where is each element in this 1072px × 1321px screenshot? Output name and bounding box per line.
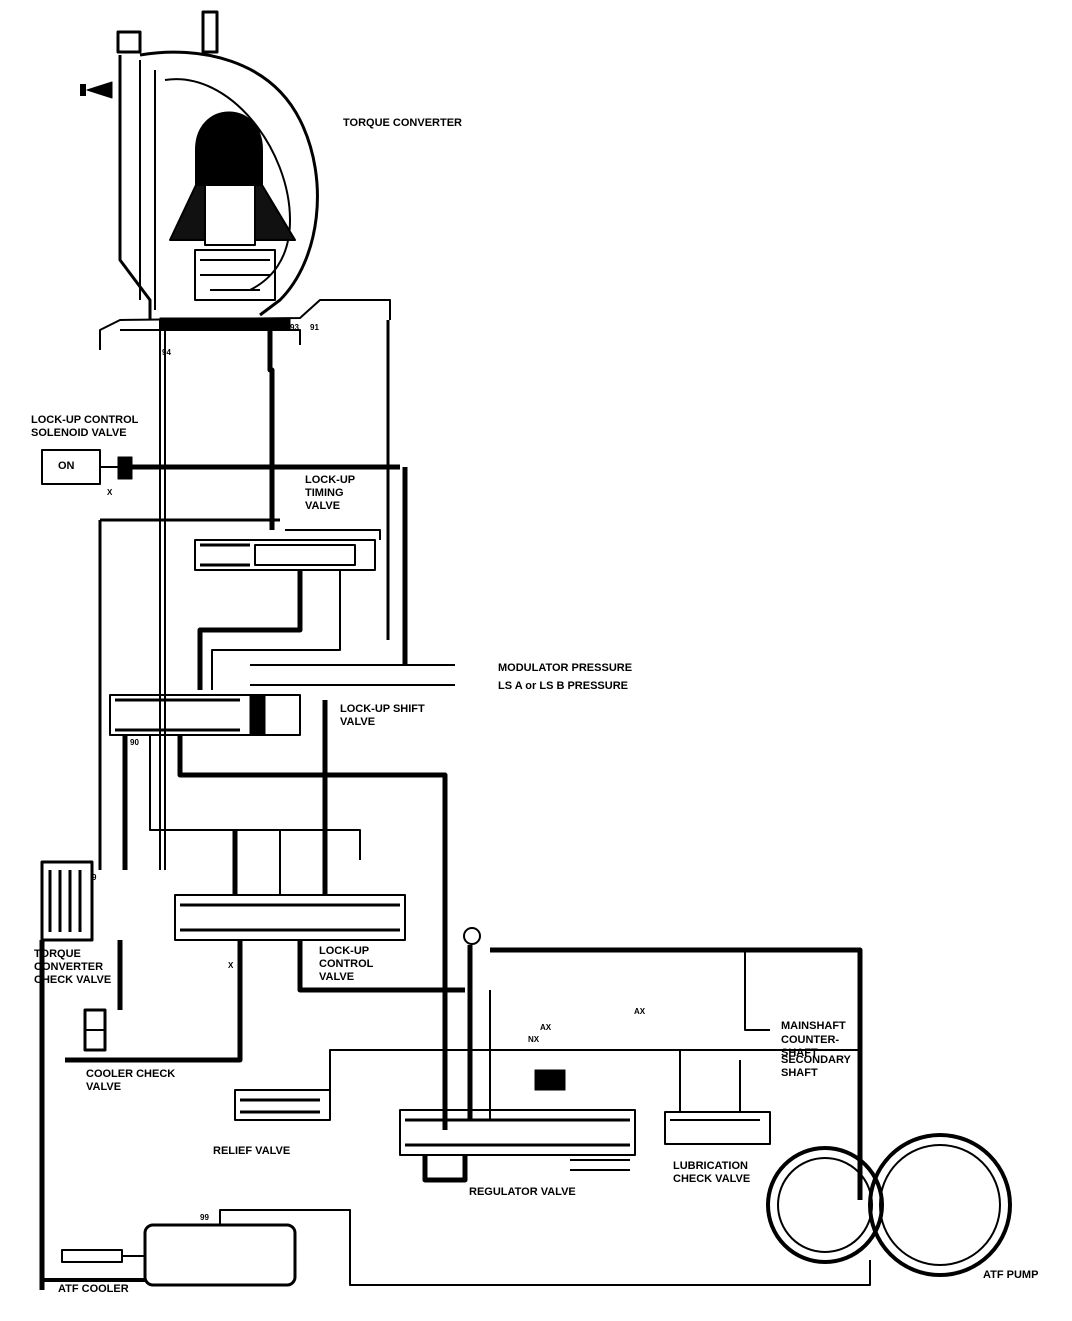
label-relief-valve: RELIEF VALVE [213, 1145, 291, 1157]
label-lubrication-check: LUBRICATION CHECK VALVE [673, 1160, 751, 1185]
lockup-solenoid-valve [41, 449, 408, 665]
relief-valve [234, 1049, 860, 1121]
atf-cooler [40, 1209, 871, 1290]
label-torque-converter: TORQUE CONVERTER [343, 117, 462, 129]
regulator-valve [399, 927, 636, 1183]
port-6: 6 [260, 693, 265, 702]
port-x1: X [107, 488, 113, 497]
port-ax2: AX [634, 1007, 646, 1016]
torque-converter [80, 10, 391, 350]
label-cooler-check: COOLER CHECK VALVE [86, 1068, 176, 1093]
label-lockup-control: LOCK-UP CONTROL VALVE [319, 945, 374, 983]
label-atf-pump: ATF PUMP [983, 1269, 1039, 1281]
port-93: 93 [290, 323, 299, 332]
label-lockup-timing: LOCK-UP TIMING VALVE [305, 474, 356, 512]
label-modulator-pressure: MODULATOR PRESSURE [498, 662, 633, 674]
label-ls-pressure: LS A or LS B PRESSURE [498, 680, 628, 692]
port-x2: X [228, 961, 234, 970]
label-lockup-shift: LOCK-UP SHIFT VALVE [340, 703, 425, 728]
lockup-shift-valve [98, 518, 455, 1130]
port-ax: AX [540, 1023, 552, 1032]
port-9: 9 [92, 873, 97, 882]
cooler-check-valve [83, 1008, 107, 1052]
port-90: 90 [130, 738, 139, 747]
port-99: 99 [200, 1213, 209, 1222]
port-markers: 94 93 91 X X AX NX AX 99 9 90 6 [92, 323, 646, 1222]
label-tc-check-valve: TORQUE CONVERTER CHECK VALVE [34, 948, 112, 986]
label-countershaft: COUNTER- SHAFT [781, 1034, 840, 1059]
label-regulator-valve: REGULATOR VALVE [469, 1186, 576, 1198]
tc-check-valve [39, 860, 123, 1290]
label-lockup-solenoid: LOCK-UP CONTROL SOLENOID VALVE [31, 414, 139, 439]
label-secondary-shaft: SECONDARY SHAFT [781, 1054, 851, 1079]
port-nx: NX [528, 1035, 540, 1044]
lockup-timing-valve [194, 529, 381, 690]
lockup-control-valve [65, 700, 465, 1063]
port-91: 91 [310, 323, 319, 332]
label-atf-cooler: ATF COOLER [58, 1283, 129, 1295]
atf-pump [766, 1133, 1012, 1277]
label-mainshaft: MAINSHAFT [781, 1020, 846, 1032]
solenoid-state: ON [58, 460, 75, 472]
lubrication-check-valve [490, 947, 863, 1200]
port-94: 94 [162, 348, 171, 357]
